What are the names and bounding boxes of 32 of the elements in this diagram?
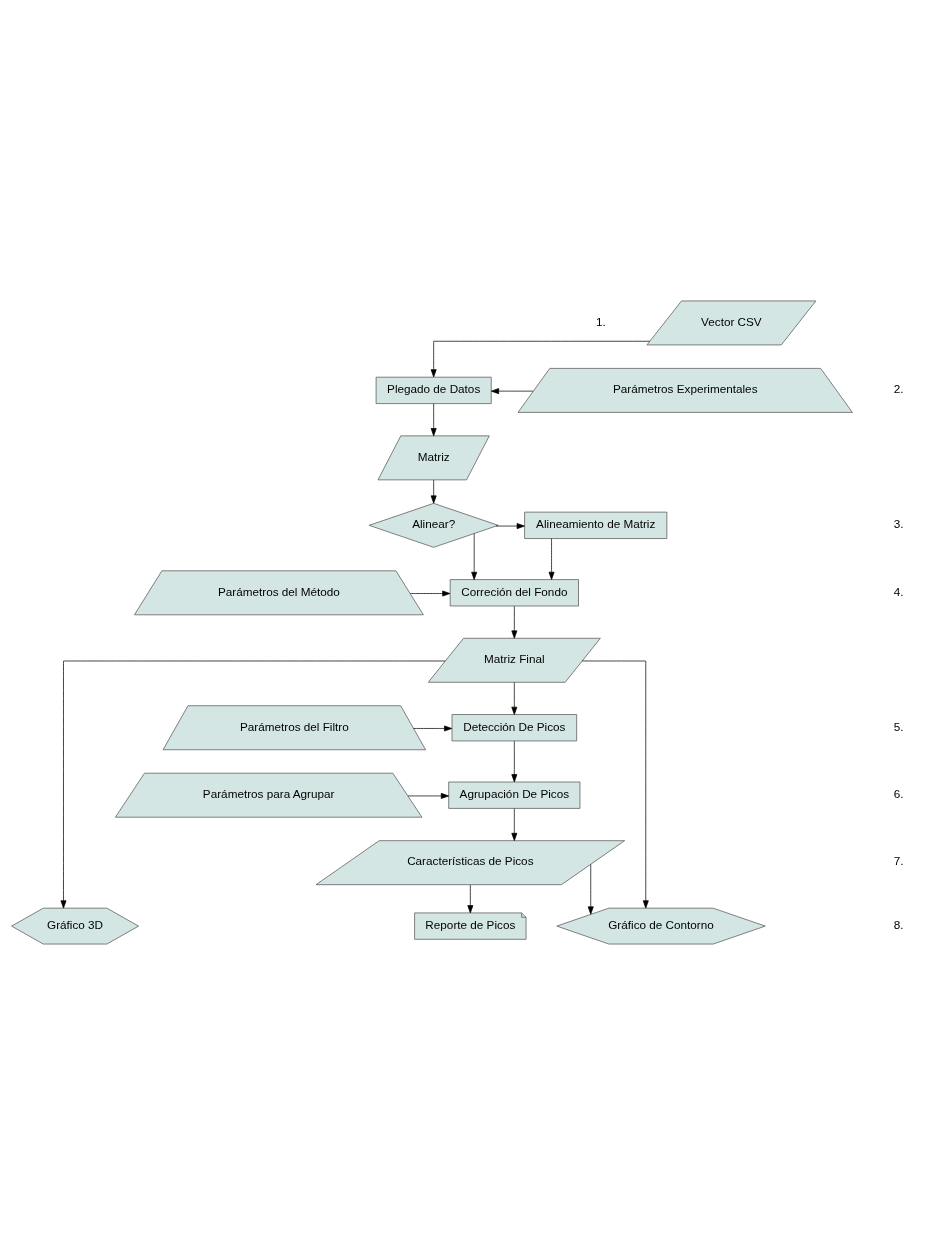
node-box: Detección De Picos — [451, 714, 578, 742]
arrow — [413, 725, 453, 732]
arrow — [471, 533, 478, 580]
label: 6. — [893, 786, 904, 800]
arrow — [491, 388, 534, 395]
arrow — [467, 884, 474, 914]
label: 5. — [893, 719, 904, 733]
arrow — [407, 793, 449, 799]
label: 2. — [893, 382, 904, 396]
arrow — [495, 523, 525, 529]
label: 7. — [893, 854, 904, 868]
arrow — [430, 340, 650, 378]
label: 8. — [893, 917, 904, 931]
arrow — [430, 403, 437, 437]
arrow — [410, 590, 451, 597]
arrow — [511, 740, 518, 783]
node-box: Alineamiento de Matriz — [524, 511, 668, 539]
arrow — [60, 660, 446, 909]
arrow — [587, 864, 594, 915]
arrow — [548, 538, 555, 580]
label: 1. — [595, 314, 606, 328]
arrow — [511, 682, 518, 715]
node-box: Plegado de Datos — [375, 376, 492, 404]
arrow — [582, 660, 649, 909]
arrow — [511, 808, 518, 841]
node-box: Correción del Fondo — [449, 579, 579, 607]
arrow — [430, 479, 437, 504]
node-box: Agrupación De Picos — [448, 781, 581, 809]
arrow — [511, 605, 518, 639]
label: 3. — [893, 517, 904, 531]
label: 4. — [893, 584, 904, 598]
node-diamond: Alinear? — [368, 502, 499, 548]
